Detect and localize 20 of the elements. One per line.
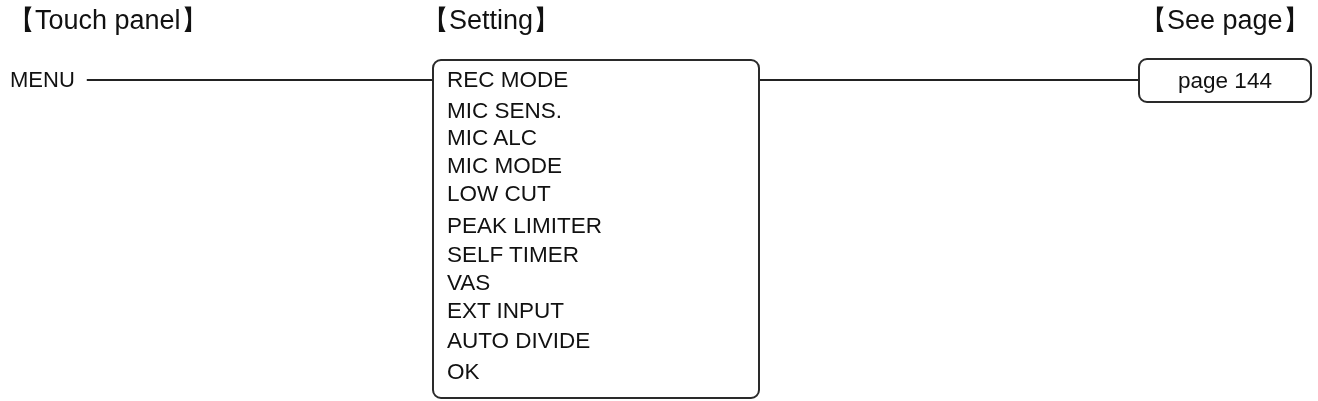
column-heading: 【Touch panel】: [8, 4, 208, 36]
page-reference-box: [1138, 58, 1312, 103]
menu-item: OK: [447, 358, 480, 386]
menu-item: MIC ALC: [447, 124, 538, 152]
page-number-text: page 144: [1177, 67, 1273, 95]
menu-item: PEAK LIMITER: [447, 212, 603, 240]
menu-item: SELF TIMER: [447, 241, 580, 269]
menu-item: MIC SENS.: [447, 97, 563, 125]
column-heading: 【See page】: [1140, 4, 1310, 36]
menu-item: MIC MODE: [447, 152, 562, 180]
menu-item: EXT INPUT: [447, 297, 565, 325]
connector-line: [759, 79, 1139, 81]
settings-list-box: [432, 59, 760, 399]
column-heading: 【Setting】: [422, 4, 561, 36]
menu-item: REC MODE: [447, 66, 569, 94]
connector-line: [85, 79, 433, 81]
menu-label: MENU: [10, 66, 75, 94]
menu-item: LOW CUT: [447, 180, 551, 208]
menu-item: VAS: [447, 269, 491, 297]
menu-item: AUTO DIVIDE: [447, 327, 591, 355]
